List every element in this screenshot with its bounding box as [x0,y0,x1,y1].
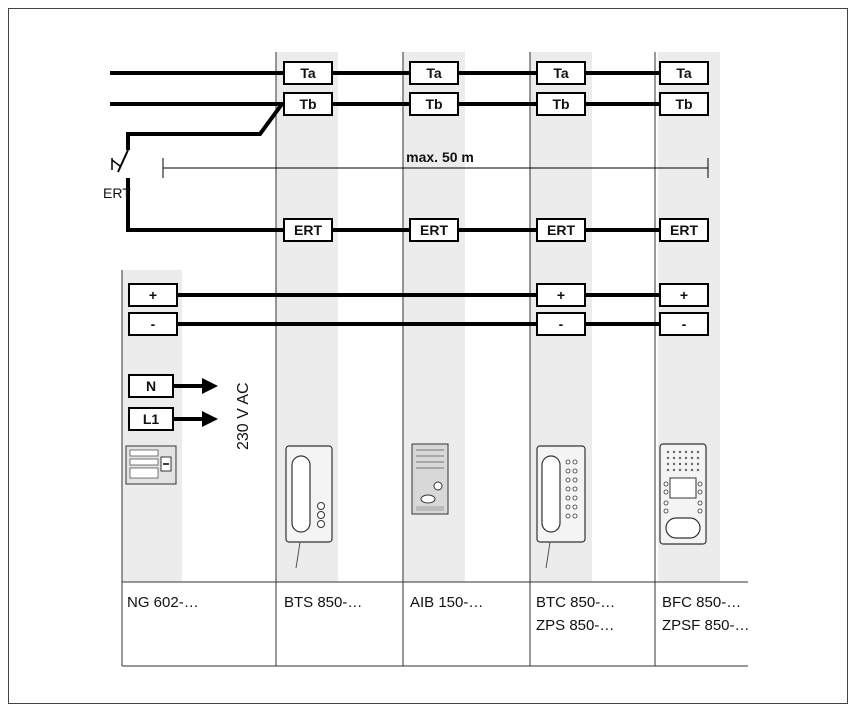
voltage-label: 230 V AC [235,382,252,450]
terminal-ert-bts-label: ERT [294,222,322,238]
power-supply-device-icon [125,445,177,485]
terminal-ta-bts [283,61,333,85]
terminal-ert-bfc [659,218,709,242]
terminal-tb-bts-label: Tb [299,96,316,112]
terminal-minus-power-label: - [151,316,156,332]
door-station-panel-icon [659,443,707,545]
terminal-plus-power [128,283,178,307]
terminal-tb-bfc [659,92,709,116]
terminal-minus-power [128,312,178,336]
device-label-bfc850: BFC 850-… [662,594,741,611]
ert-switch-feed-line [126,102,284,150]
terminal-ert-aib-label: ERT [420,222,448,238]
terminal-plus-btc [536,283,586,307]
device-label-btc850: BTC 850-… [536,594,615,611]
distance-label: max. 50 m [406,149,474,165]
ert-bus-line [126,178,660,232]
handset-station-icon [285,445,333,569]
terminal-plus-btc-label: + [557,287,565,303]
terminal-minus-btc [536,312,586,336]
terminal-plus-bfc [659,283,709,307]
device-label-zps850: ZPS 850-… [536,617,614,634]
switch-ert-label: ERT [103,185,131,201]
terminal-ta-btc-label: Ta [553,65,569,81]
interface-module-icon [411,443,449,515]
n-arrow-icon [202,378,218,394]
l1-arrow-icon [202,411,218,427]
device-label-zpsf850: ZPSF 850-… [662,617,750,634]
terminal-ert-bts [283,218,333,242]
terminal-ta-aib [409,61,459,85]
terminal-ert-btc-label: ERT [547,222,575,238]
terminal-ta-btc [536,61,586,85]
terminal-ert-btc [536,218,586,242]
terminal-ta-bfc [659,61,709,85]
terminal-minus-bfc-label: - [682,316,687,332]
terminal-ta-bfc-label: Ta [676,65,692,81]
terminal-tb-bfc-label: Tb [675,96,692,112]
terminal-tb-bts [283,92,333,116]
terminal-tb-btc-label: Tb [552,96,569,112]
switch-actuator [111,159,121,167]
terminal-plus-bfc-label: + [680,287,688,303]
device-label-ng602: NG 602-… [127,594,199,611]
switch-contact [117,149,129,173]
terminal-ta-bts-label: Ta [300,65,316,81]
terminal-tb-aib [409,92,459,116]
terminal-l1-label: L1 [143,411,160,427]
terminal-n-label: N [146,378,156,394]
handset-station-buttons-icon [536,445,586,569]
terminal-ta-aib-label: Ta [426,65,442,81]
terminal-minus-btc-label: - [559,316,564,332]
terminal-minus-bfc [659,312,709,336]
device-label-aib150: AIB 150-… [410,594,483,611]
terminal-ert-aib [409,218,459,242]
terminal-ert-bfc-label: ERT [670,222,698,238]
terminal-plus-power-label: + [149,287,157,303]
terminal-tb-aib-label: Tb [425,96,442,112]
terminal-tb-btc [536,92,586,116]
device-label-bts850: BTS 850-… [284,594,362,611]
